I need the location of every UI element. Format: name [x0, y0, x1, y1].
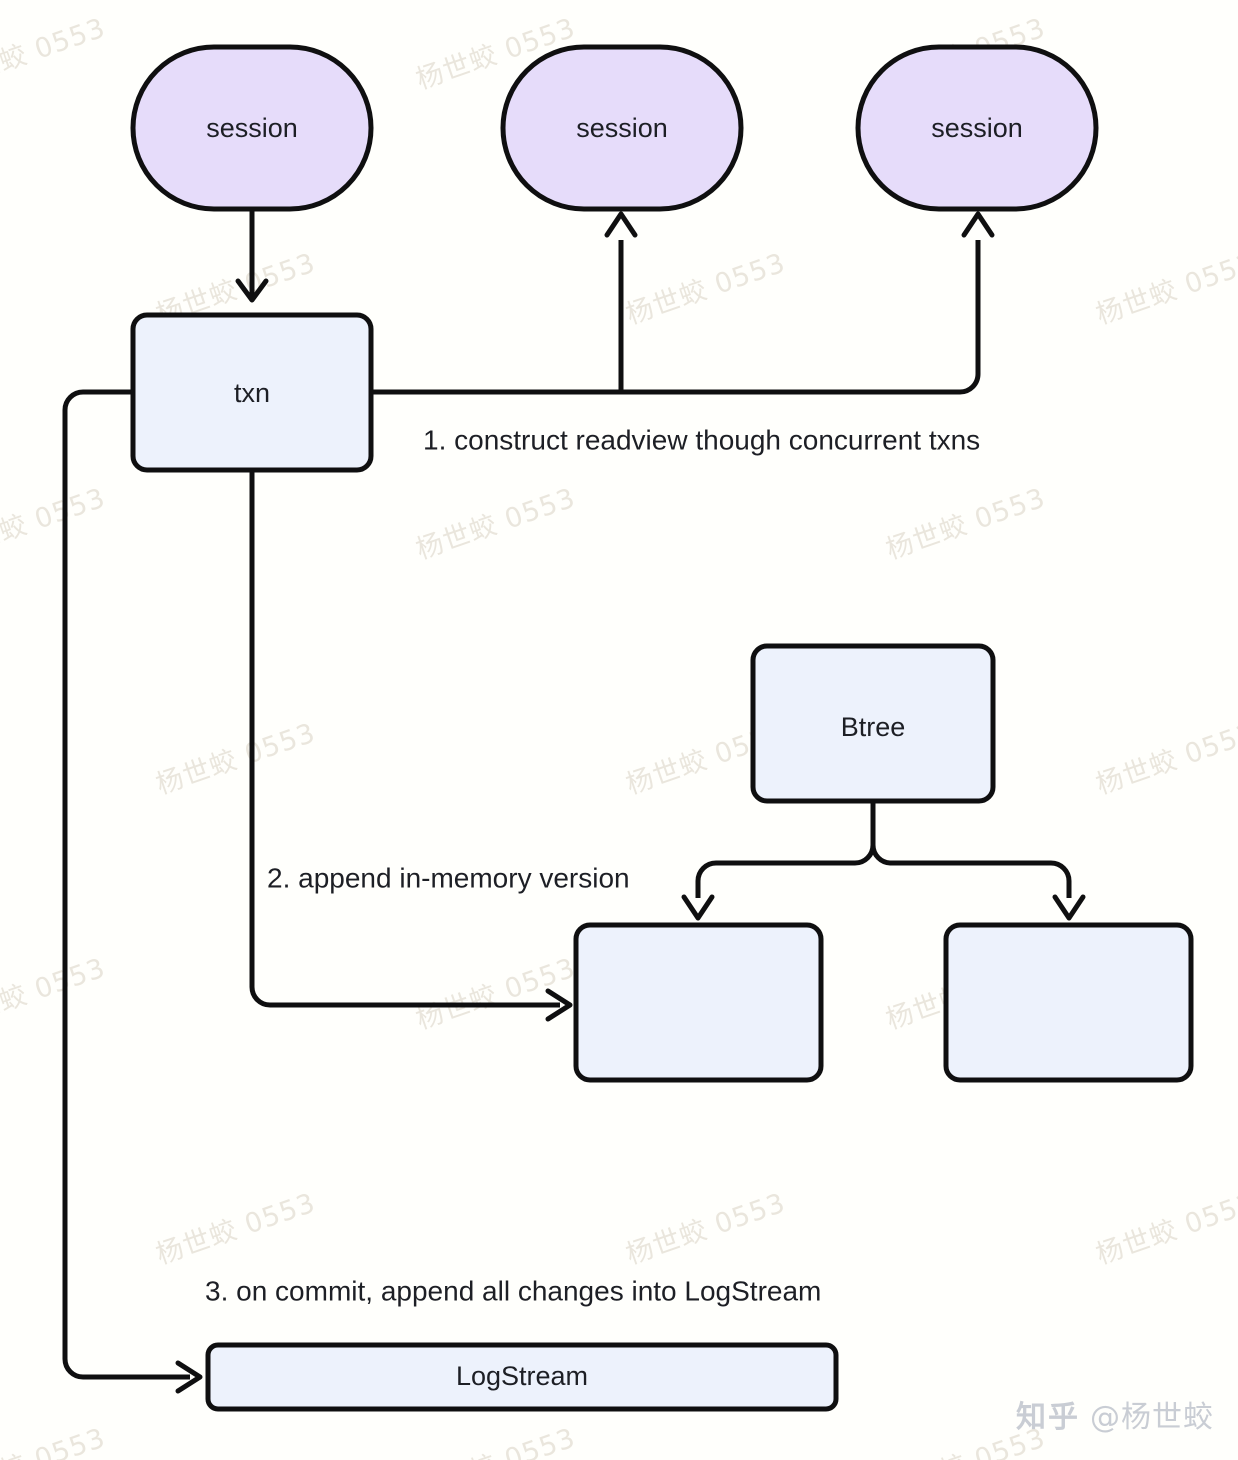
session-3-label: session: [931, 113, 1023, 143]
node-logstream[interactable]: LogStream: [205, 1342, 839, 1412]
node-session-3[interactable]: session: [855, 44, 1099, 212]
txn-shape[interactable]: [130, 312, 374, 473]
step-2-label: 2. append in-memory version: [267, 862, 630, 893]
edge-session1-to-txn: [235, 209, 269, 303]
edge-btree-to-leaves: [681, 801, 1086, 921]
edge-txn-to-logstream: [62, 389, 203, 1394]
session-2-label: session: [576, 113, 668, 143]
logstream-shape[interactable]: [205, 1342, 839, 1412]
node-txn[interactable]: txn: [130, 312, 374, 473]
logstream-label: LogStream: [456, 1361, 588, 1391]
node-leaf-right[interactable]: [943, 922, 1194, 1083]
btree-label: Btree: [841, 712, 906, 742]
edge-txn-to-leaf-left: [249, 470, 573, 1022]
edge-txn-to-sessions: [371, 211, 995, 395]
zhihu-handle: @杨世蛟: [1090, 1400, 1214, 1435]
step-3-label: 3. on commit, append all changes into Lo…: [205, 1275, 821, 1306]
node-leaf-left[interactable]: [573, 922, 824, 1083]
zhihu-attribution: 知乎 @杨世蛟: [1016, 1392, 1214, 1436]
session-1-shape[interactable]: [130, 44, 374, 212]
leaf-right-shape[interactable]: [943, 922, 1194, 1083]
node-session-2[interactable]: session: [500, 44, 744, 212]
leaf-left-shape[interactable]: [573, 922, 824, 1083]
session-3-shape[interactable]: [855, 44, 1099, 212]
session-1-label: session: [206, 113, 298, 143]
zhihu-logo: 知乎: [1016, 1400, 1080, 1435]
node-session-1[interactable]: session: [130, 44, 374, 212]
btree-shape[interactable]: [750, 643, 996, 804]
step-1-label: 1. construct readview though concurrent …: [423, 424, 980, 455]
session-2-shape[interactable]: [500, 44, 744, 212]
node-btree[interactable]: Btree: [750, 643, 996, 804]
txn-label: txn: [234, 378, 270, 408]
